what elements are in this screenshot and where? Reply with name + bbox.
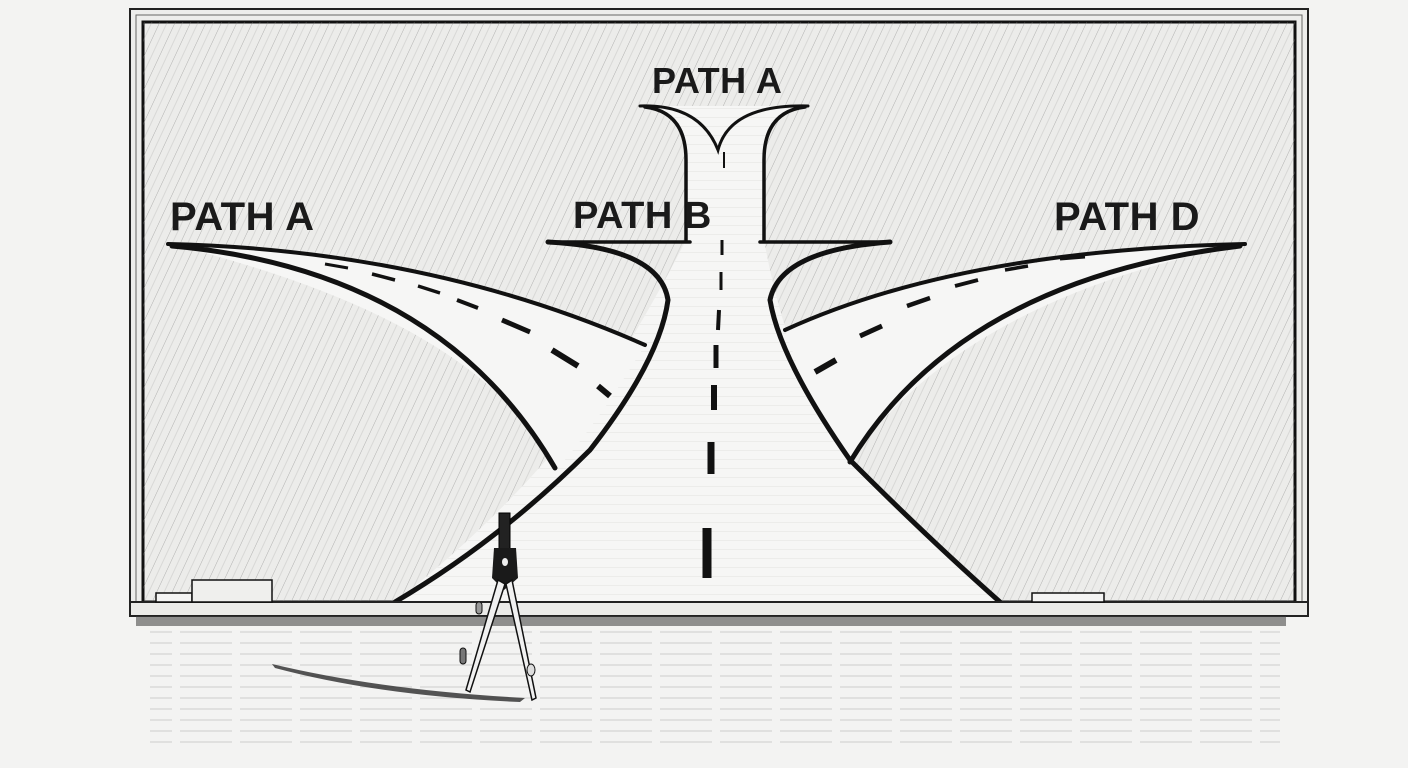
label-center-path-b: PATH B: [573, 195, 712, 237]
lane-dashes: [324, 152, 1086, 578]
road-outlines: [166, 104, 1247, 605]
tray-shadow: [136, 616, 1286, 626]
right-road: [785, 244, 1245, 462]
drafting-compass-icon: [459, 512, 537, 702]
eraser-right: [1031, 592, 1105, 603]
chalk-piece: [155, 592, 193, 603]
eraser-left: [191, 579, 273, 603]
label-left-path-a: PATH A: [170, 195, 314, 239]
floor: [150, 628, 1280, 748]
label-top-path-a: PATH A: [652, 60, 782, 101]
label-right-path-d: PATH D: [1054, 195, 1200, 239]
chalkboard-surface: [143, 22, 1295, 602]
left-road: [170, 244, 645, 469]
